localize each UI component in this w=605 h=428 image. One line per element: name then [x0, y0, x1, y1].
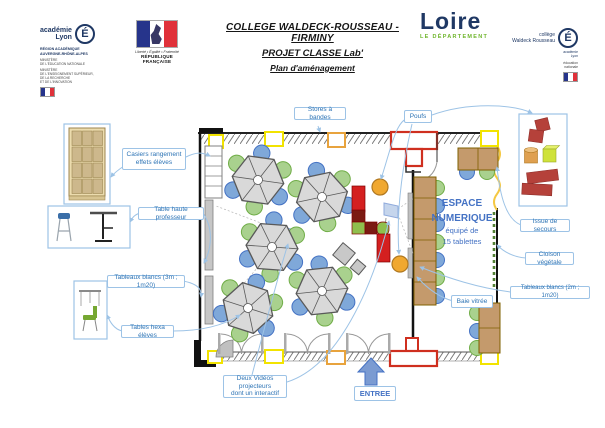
stool-square — [349, 258, 367, 276]
college-waldeck-logo: collège Waldeck Rousseau É académie Lyon… — [494, 28, 578, 82]
red-door-mark — [405, 166, 421, 173]
window-yellow — [264, 131, 284, 147]
ministere-line: DE LA RECHERCHE — [40, 76, 71, 81]
walls — [194, 128, 498, 367]
french-flag-icon — [563, 71, 578, 82]
casier-shelf-plan — [204, 145, 223, 199]
pouf-round — [371, 178, 389, 196]
window-orange — [327, 132, 346, 148]
label-tableaux-3m: Tableaux blancs (3m ; 1m20) — [107, 274, 185, 289]
window-yellow — [264, 349, 284, 364]
tablet-tables — [413, 147, 501, 356]
door-red-entrance — [388, 349, 439, 368]
poufs-image-box — [518, 113, 568, 207]
region-academique-line2: AUVERGNE-RHÔNE-ALPES — [40, 51, 88, 56]
loire-subtitle: LE DÉPARTEMENT — [420, 34, 489, 40]
academie-brand-bottom: Lyon — [55, 34, 72, 41]
ministere-line: MINISTÈRE — [40, 68, 58, 73]
whiteboard-left — [204, 275, 214, 325]
marianne-flag-icon — [136, 20, 178, 48]
ministere-line: DE L'ENSEIGNEMENT SUPÉRIEUR, — [40, 72, 94, 77]
french-flag-icon — [40, 87, 55, 98]
curtain-squiggle — [493, 145, 501, 211]
college-education: éducation — [563, 60, 578, 65]
label-tables-hexa: Tables hexa élèves — [121, 324, 174, 339]
ministere-line: DE L'ÉDUCATION NATIONALE — [40, 62, 85, 67]
espace-numerique-text: ESPACE NUMERIQUE équipé de 15 tablettes — [431, 198, 493, 246]
college-academie: académie — [563, 50, 578, 54]
college-line1: collège — [539, 32, 555, 38]
entrance-arrow-icon — [356, 357, 386, 386]
whiteboard-divider — [407, 247, 413, 279]
academie-e-icon: É — [74, 24, 95, 44]
label-casiers: Casiers rangement effets élèves — [122, 148, 186, 170]
window-orange — [326, 350, 346, 365]
title-line2: PROJET CLASSE Lab' — [262, 48, 363, 59]
college-line2: Waldeck Rousseau — [512, 38, 555, 44]
label-tableaux-2m: Tableaux blancs (2m ; 1m20) — [510, 285, 590, 299]
casiers-image-box — [63, 123, 111, 205]
window-yellow — [480, 130, 499, 147]
whiteboard-divider — [407, 192, 413, 240]
label-poufs: Poufs — [404, 110, 432, 123]
label-table-haute: Table haute professeur — [138, 206, 204, 221]
label-videoprojecteurs: Deux Vidéos projecteurs dont un interact… — [223, 375, 287, 398]
table-haute-image-box — [47, 205, 131, 249]
region-academique-line1: RÉGION ACADÉMIQUE — [40, 47, 80, 51]
pouf-round — [391, 255, 409, 273]
republique-name: RÉPUBLIQUE FRANÇAISE — [140, 54, 174, 64]
ministere-line: MINISTÈRE — [40, 58, 58, 63]
college-nationale: nationale — [564, 65, 578, 70]
door-red-entrance-small — [405, 337, 419, 352]
ministere-line: ET DE L'INNOVATION — [40, 80, 72, 85]
stool-square — [332, 242, 356, 266]
hex-tables — [206, 140, 361, 352]
casement-window-arcs — [218, 333, 391, 355]
whiteboard-left — [204, 199, 214, 271]
label-cloison-vegetale: Cloison végétale — [525, 251, 574, 266]
label-entree: ENTREE — [354, 386, 396, 401]
title-line1: COLLEGE WALDECK-ROUSSEAU - FIRMINY — [226, 22, 399, 44]
academie-brand-top: académie — [40, 26, 72, 34]
devise: Liberté • Égalité • Fraternité — [135, 50, 179, 54]
loire-name: Loire — [420, 8, 482, 34]
door-red-top-stem — [404, 147, 424, 168]
academie-lyon-logo: académie Lyon É RÉGION ACADÉMIQUE AUVERG… — [40, 24, 122, 98]
republique-francaise-logo: Liberté • Égalité • Fraternité RÉPUBLIQU… — [126, 20, 188, 64]
label-stores: Stores à bandes — [294, 106, 346, 121]
snake-bench — [351, 185, 391, 263]
college-academie-ville: Lyon — [570, 54, 578, 59]
title-line3: Plan d'aménagement — [270, 63, 355, 73]
annotation-connectors — [106, 105, 533, 383]
plan-title: COLLEGE WALDECK-ROUSSEAU - FIRMINY PROJE… — [205, 22, 420, 73]
loire-departement-logo: Loire LE DÉPARTEMENT — [420, 8, 489, 41]
college-e-icon: É — [558, 28, 578, 48]
label-issue-secours: Issue de secours — [520, 218, 570, 233]
label-baie-vitree: Baie vitrée — [451, 295, 493, 308]
tables-hexa-image-box — [73, 280, 108, 340]
door-red-top — [389, 130, 439, 151]
windows-doors — [207, 130, 499, 368]
